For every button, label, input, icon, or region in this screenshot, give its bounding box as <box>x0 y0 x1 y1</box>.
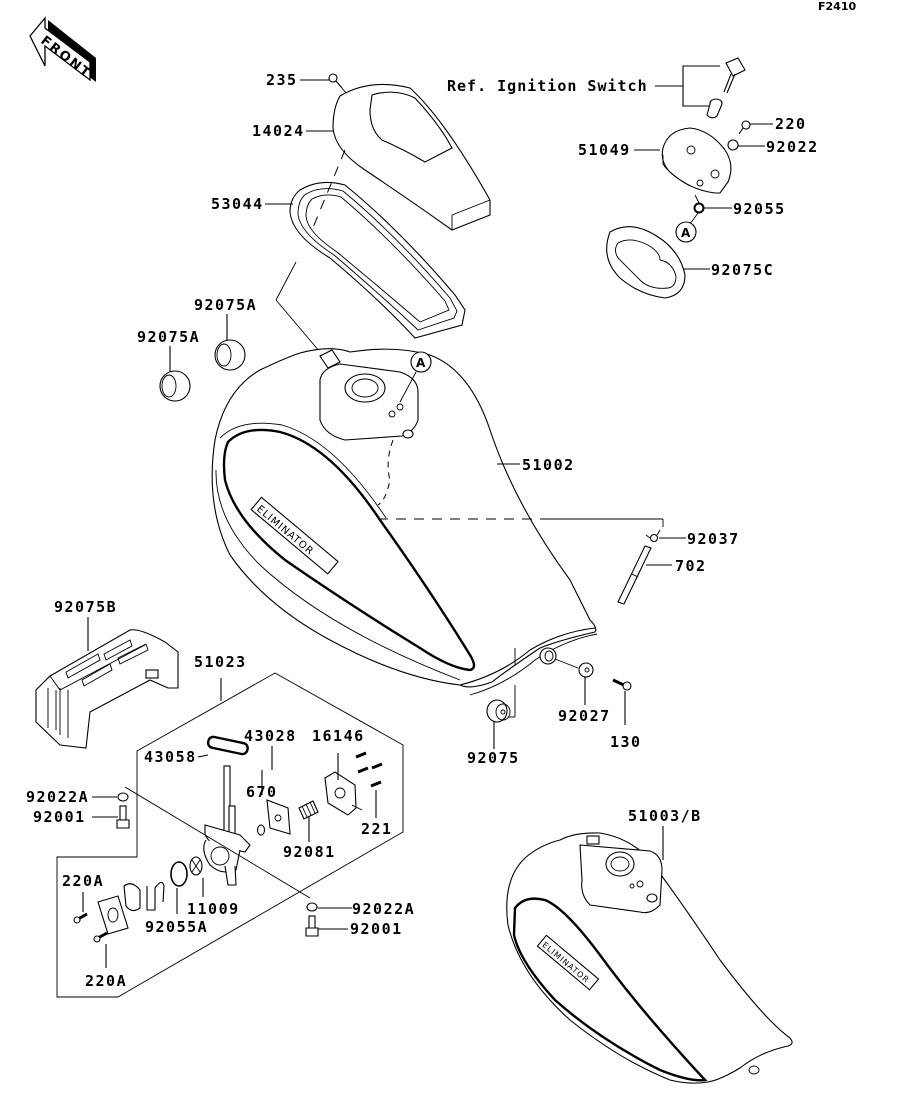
part-label-92022A-1[interactable]: 92022A <box>26 788 89 806</box>
part-label-220A-1[interactable]: 220A <box>62 872 104 890</box>
part-label-670[interactable]: 670 <box>246 783 278 801</box>
bolt-130-icon <box>612 678 632 691</box>
part-label-92081[interactable]: 92081 <box>283 843 336 861</box>
front-arrow-icon: FRONT <box>29 16 96 82</box>
part-label-92055[interactable]: 92055 <box>733 200 786 218</box>
part-label-130[interactable]: 130 <box>610 733 642 751</box>
part-label-92075A-1[interactable]: 92075A <box>194 296 257 314</box>
bolt-92001-2-icon <box>305 915 319 937</box>
fuel-petcock-body <box>203 765 251 886</box>
rubber-92075-icon <box>486 699 511 723</box>
part-label-92075[interactable]: 92075 <box>467 749 520 767</box>
part-label-92037[interactable]: 92037 <box>687 530 740 548</box>
diaphragm-43028-icon <box>266 799 291 835</box>
filter-11009-icon <box>189 856 203 876</box>
part-label-53044[interactable]: 53044 <box>211 195 264 213</box>
part-label-92022[interactable]: 92022 <box>766 138 819 156</box>
collar-92027-icon <box>578 662 594 678</box>
part-label-51002[interactable]: 51002 <box>522 456 575 474</box>
screw-220-icon <box>738 120 751 135</box>
part-label-702[interactable]: 702 <box>675 557 707 575</box>
part-label-43058[interactable]: 43058 <box>144 748 197 766</box>
gasket-53044 <box>289 181 466 339</box>
part-label-92075B[interactable]: 92075B <box>54 598 117 616</box>
part-label-92001-2[interactable]: 92001 <box>350 920 403 938</box>
oring-43058-icon <box>206 735 249 756</box>
petcock-filter-plate <box>97 881 165 935</box>
hose-702 <box>617 545 652 605</box>
ignition-lock-cylinder-icon <box>706 98 723 119</box>
part-label-221[interactable]: 221 <box>361 820 393 838</box>
svg-text:A: A <box>681 226 691 240</box>
part-label-220[interactable]: 220 <box>775 115 807 133</box>
figure-code: F2410 <box>818 0 856 13</box>
oring-92055-icon <box>693 202 705 214</box>
part-label-11009[interactable]: 11009 <box>187 900 240 918</box>
callout-a-top: A <box>675 221 697 243</box>
rubber-92075C <box>606 226 686 299</box>
rubber-92075A-2 <box>159 370 191 402</box>
part-label-235[interactable]: 235 <box>266 71 298 89</box>
clip-92037-icon <box>645 529 661 543</box>
fuel-tank-51002: ELIMINATOR <box>211 348 598 696</box>
screw-220A-2-icon <box>93 931 108 943</box>
part-label-51049[interactable]: 51049 <box>578 141 631 159</box>
part-label-92022A-2[interactable]: 92022A <box>352 900 415 918</box>
washer-92022A-1-icon <box>117 792 129 802</box>
tank-cover-14024 <box>332 83 491 231</box>
fuel-tank-51003B: ELIMINATOR <box>506 832 793 1084</box>
reference-note: Ref. Ignition Switch <box>447 77 648 95</box>
screw-221-icons <box>355 751 383 788</box>
washer-92022A-2-icon <box>306 902 318 912</box>
oring-92055A-icon <box>170 861 188 887</box>
grommet-tank-bottom <box>539 647 557 665</box>
part-label-92075A-2[interactable]: 92075A <box>137 328 200 346</box>
part-label-43028[interactable]: 43028 <box>244 727 297 745</box>
rubber-92075A-1 <box>214 339 246 371</box>
part-label-220A-2[interactable]: 220A <box>85 972 127 990</box>
part-label-92027[interactable]: 92027 <box>558 707 611 725</box>
part-label-51023[interactable]: 51023 <box>194 653 247 671</box>
assy-boundary-51023 <box>56 672 404 998</box>
cover-92075B <box>35 629 179 749</box>
ignition-key-icon <box>723 57 746 94</box>
bolt-92001-1-icon <box>116 805 130 829</box>
screw-220A-1-icon <box>73 912 88 924</box>
svg-text:A: A <box>416 356 426 370</box>
callout-a-tank: A <box>410 351 432 373</box>
washer-92022-icon <box>727 139 739 151</box>
part-label-92075C[interactable]: 92075C <box>711 261 774 279</box>
part-label-16146[interactable]: 16146 <box>312 727 365 745</box>
part-label-92001-1[interactable]: 92001 <box>33 808 86 826</box>
part-label-51003B[interactable]: 51003/B <box>628 807 702 825</box>
spring-92081-icon <box>298 800 319 820</box>
ignition-cover-51049 <box>661 127 732 194</box>
part-label-92055A[interactable]: 92055A <box>145 918 208 936</box>
part-label-14024[interactable]: 14024 <box>252 122 305 140</box>
oring-670-icon <box>256 824 266 836</box>
cover-16146-icon <box>324 771 363 816</box>
